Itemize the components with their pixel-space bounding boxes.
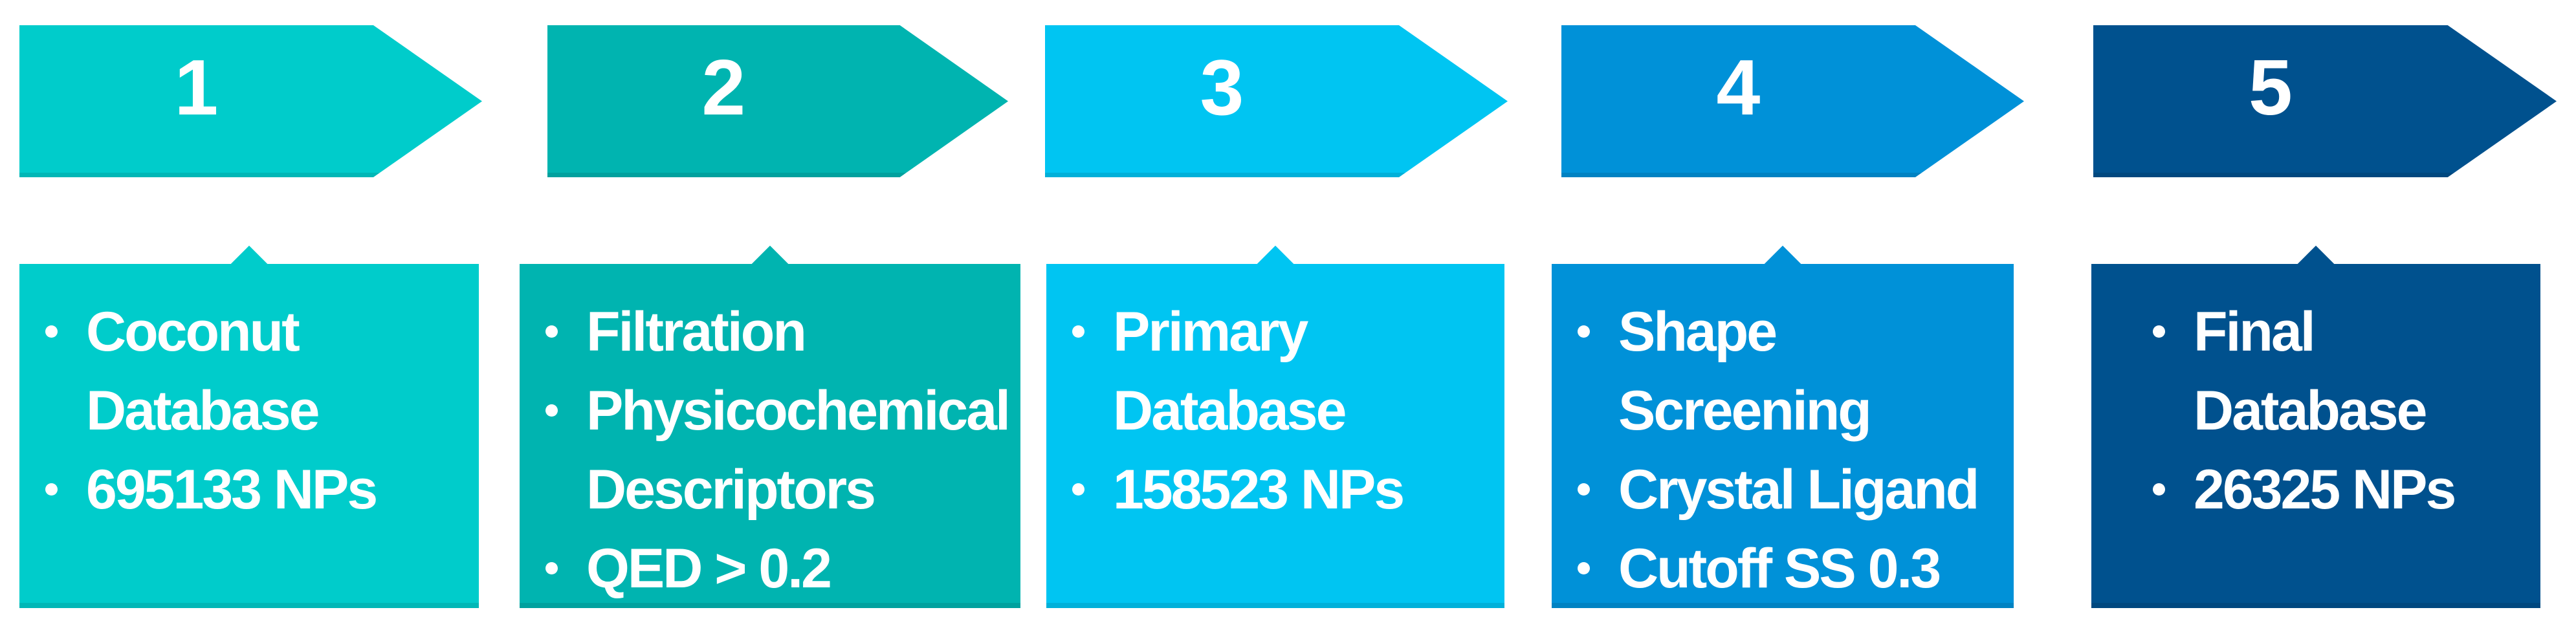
bullet-text: Cutoff SS 0.3 bbox=[1618, 538, 1941, 600]
list-item: Shape Screening bbox=[1578, 292, 2010, 450]
bullet-text: Filtration bbox=[586, 301, 807, 363]
list-item: Final Database bbox=[2153, 292, 2537, 450]
step-2-arrow-banner: 2 bbox=[547, 25, 1008, 177]
step-4-detail-box: Shape Screening Crystal Ligand Cutoff SS… bbox=[1552, 245, 2014, 608]
bullet-dot-icon bbox=[1072, 483, 1084, 496]
bullet-dot-icon bbox=[45, 325, 58, 338]
step-3-bullet-list: Primary Database 158523 NPs bbox=[1046, 264, 1504, 529]
bullet-text: Coconut Database bbox=[86, 301, 320, 442]
step-5-number: 5 bbox=[2248, 43, 2293, 131]
list-item: Filtration bbox=[545, 292, 1017, 371]
step-5: 5 Final Database 26325 NPs bbox=[2091, 0, 2557, 632]
step-4-arrow-banner: 4 bbox=[1561, 25, 2024, 177]
bullet-text: Final Database bbox=[2194, 301, 2427, 442]
step-4-bullet-list: Shape Screening Crystal Ligand Cutoff SS… bbox=[1552, 264, 2014, 608]
bullet-dot-icon bbox=[545, 562, 558, 574]
list-item: 695133 NPs bbox=[45, 450, 475, 529]
step-1: 1 Coconut Database 695133 NPs bbox=[19, 0, 482, 632]
step-1-number: 1 bbox=[174, 43, 219, 131]
bullet-dot-icon bbox=[545, 325, 558, 338]
step-1-detail-box: Coconut Database 695133 NPs bbox=[19, 245, 479, 608]
step-2-bullet-list: Filtration Physicochemical Descriptors Q… bbox=[520, 264, 1020, 608]
step-5-detail-box: Final Database 26325 NPs bbox=[2091, 245, 2540, 608]
bullet-text: Physicochemical Descriptors bbox=[586, 380, 1011, 521]
bullet-dot-icon bbox=[545, 404, 558, 417]
bullet-dot-icon bbox=[1578, 325, 1590, 338]
list-item: Coconut Database bbox=[45, 292, 475, 450]
bullet-dot-icon bbox=[45, 483, 58, 496]
step-3-arrow-banner: 3 bbox=[1045, 25, 1508, 177]
list-item: Cutoff SS 0.3 bbox=[1578, 529, 2010, 608]
bullet-dot-icon bbox=[1072, 325, 1084, 338]
bullet-text: 26325 NPs bbox=[2194, 459, 2456, 521]
step-2: 2 Filtration Physicochemical Descriptors… bbox=[520, 0, 1020, 632]
step-4-number: 4 bbox=[1716, 43, 1761, 131]
step-2-detail-box: Filtration Physicochemical Descriptors Q… bbox=[520, 245, 1020, 608]
list-item: 26325 NPs bbox=[2153, 450, 2537, 529]
bullet-text: Primary Database bbox=[1113, 301, 1347, 442]
list-item: Physicochemical Descriptors bbox=[545, 371, 1017, 529]
step-1-arrow-banner: 1 bbox=[19, 25, 482, 177]
list-item: 158523 NPs bbox=[1072, 450, 1501, 529]
bullet-text: QED > 0.2 bbox=[586, 538, 832, 600]
bullet-dot-icon bbox=[2153, 483, 2165, 496]
step-4: 4 Shape Screening Crystal Ligand Cutoff … bbox=[1552, 0, 2024, 632]
step-5-bullet-list: Final Database 26325 NPs bbox=[2091, 264, 2540, 529]
list-item: Crystal Ligand bbox=[1578, 450, 2010, 529]
bullet-text: Shape Screening bbox=[1618, 301, 1872, 442]
list-item: Primary Database bbox=[1072, 292, 1501, 450]
bullet-text: Crystal Ligand bbox=[1618, 459, 1979, 521]
step-3-detail-box: Primary Database 158523 NPs bbox=[1046, 245, 1504, 608]
step-3-number: 3 bbox=[1200, 43, 1244, 131]
list-item: QED > 0.2 bbox=[545, 529, 1017, 608]
bullet-text: 158523 NPs bbox=[1113, 459, 1405, 521]
bullet-text: 695133 NPs bbox=[86, 459, 378, 521]
bullet-dot-icon bbox=[1578, 483, 1590, 496]
step-2-number: 2 bbox=[701, 43, 746, 131]
bullet-dot-icon bbox=[1578, 562, 1590, 574]
bullet-dot-icon bbox=[2153, 325, 2165, 338]
step-5-arrow-banner: 5 bbox=[2093, 25, 2557, 177]
step-3: 3 Primary Database 158523 NPs bbox=[1045, 0, 1508, 632]
step-1-bullet-list: Coconut Database 695133 NPs bbox=[19, 264, 479, 529]
